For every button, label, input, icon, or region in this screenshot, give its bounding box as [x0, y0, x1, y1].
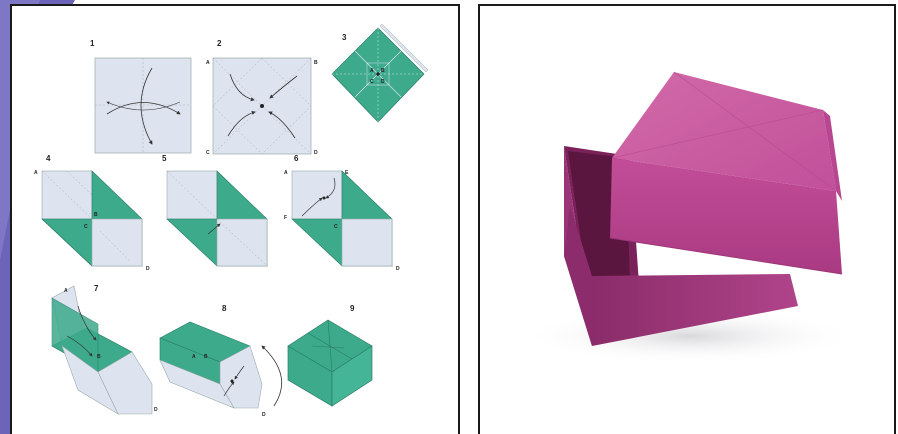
step-4-point-c: C — [84, 224, 88, 230]
step-5: 5 — [162, 154, 268, 267]
step-6-point-c: C — [334, 224, 338, 230]
step-9: 9 — [287, 304, 373, 407]
step-4-label: 4 — [46, 154, 51, 163]
step-8: 8 A B D — [159, 304, 282, 418]
step-8-label: 8 — [222, 304, 227, 313]
photo-panel — [478, 4, 896, 434]
origami-instructions-diagram: 1 2 A B C D 3 — [34, 23, 429, 418]
box-lid — [609, 71, 843, 275]
step-2: 2 A B C D — [206, 39, 318, 156]
step-4-point-d: D — [146, 266, 150, 272]
diagram-panel: 1 2 A B C D 3 — [10, 4, 460, 434]
step-7-point-a: A — [64, 288, 68, 294]
step-8-point-a: A — [192, 354, 196, 360]
step-3: 3 A B C D — [331, 23, 429, 123]
step-3-point-a: A — [370, 68, 374, 74]
step-4-point-a: A — [34, 170, 38, 176]
step-6-point-a: A — [284, 170, 288, 176]
step-8-point-d: D — [262, 412, 266, 418]
step-2-point-b: B — [314, 60, 318, 66]
step-3-point-b: B — [381, 68, 385, 74]
step-1-label: 1 — [90, 39, 95, 48]
step-8-point-b: B — [204, 354, 208, 360]
step-2-point-a: A — [206, 60, 210, 66]
step-6-point-f: F — [284, 215, 287, 221]
step-2-point-c: C — [206, 150, 210, 156]
step-9-label: 9 — [350, 304, 355, 313]
step-7: 7 A B D — [51, 284, 158, 415]
step-6: 6 A E F C D — [284, 154, 400, 272]
step-6-label: 6 — [294, 154, 299, 163]
step-2-label: 2 — [217, 39, 222, 48]
origami-box-photo — [520, 71, 860, 364]
step-3-label: 3 — [342, 33, 347, 42]
step-6-point-e: E — [345, 170, 349, 176]
step-7-point-d: D — [154, 407, 158, 413]
step-5-label: 5 — [162, 154, 167, 163]
step-3-point-d: D — [381, 79, 385, 85]
step-7-label: 7 — [94, 284, 99, 293]
step-4: 4 A B C D — [34, 154, 150, 272]
step-1: 1 — [90, 39, 192, 154]
step-7-point-b: B — [97, 354, 101, 360]
step-4-point-b: B — [94, 212, 98, 218]
step-3-point-c: C — [370, 79, 374, 85]
step-6-point-d: D — [396, 266, 400, 272]
step-2-point-d: D — [314, 150, 318, 156]
